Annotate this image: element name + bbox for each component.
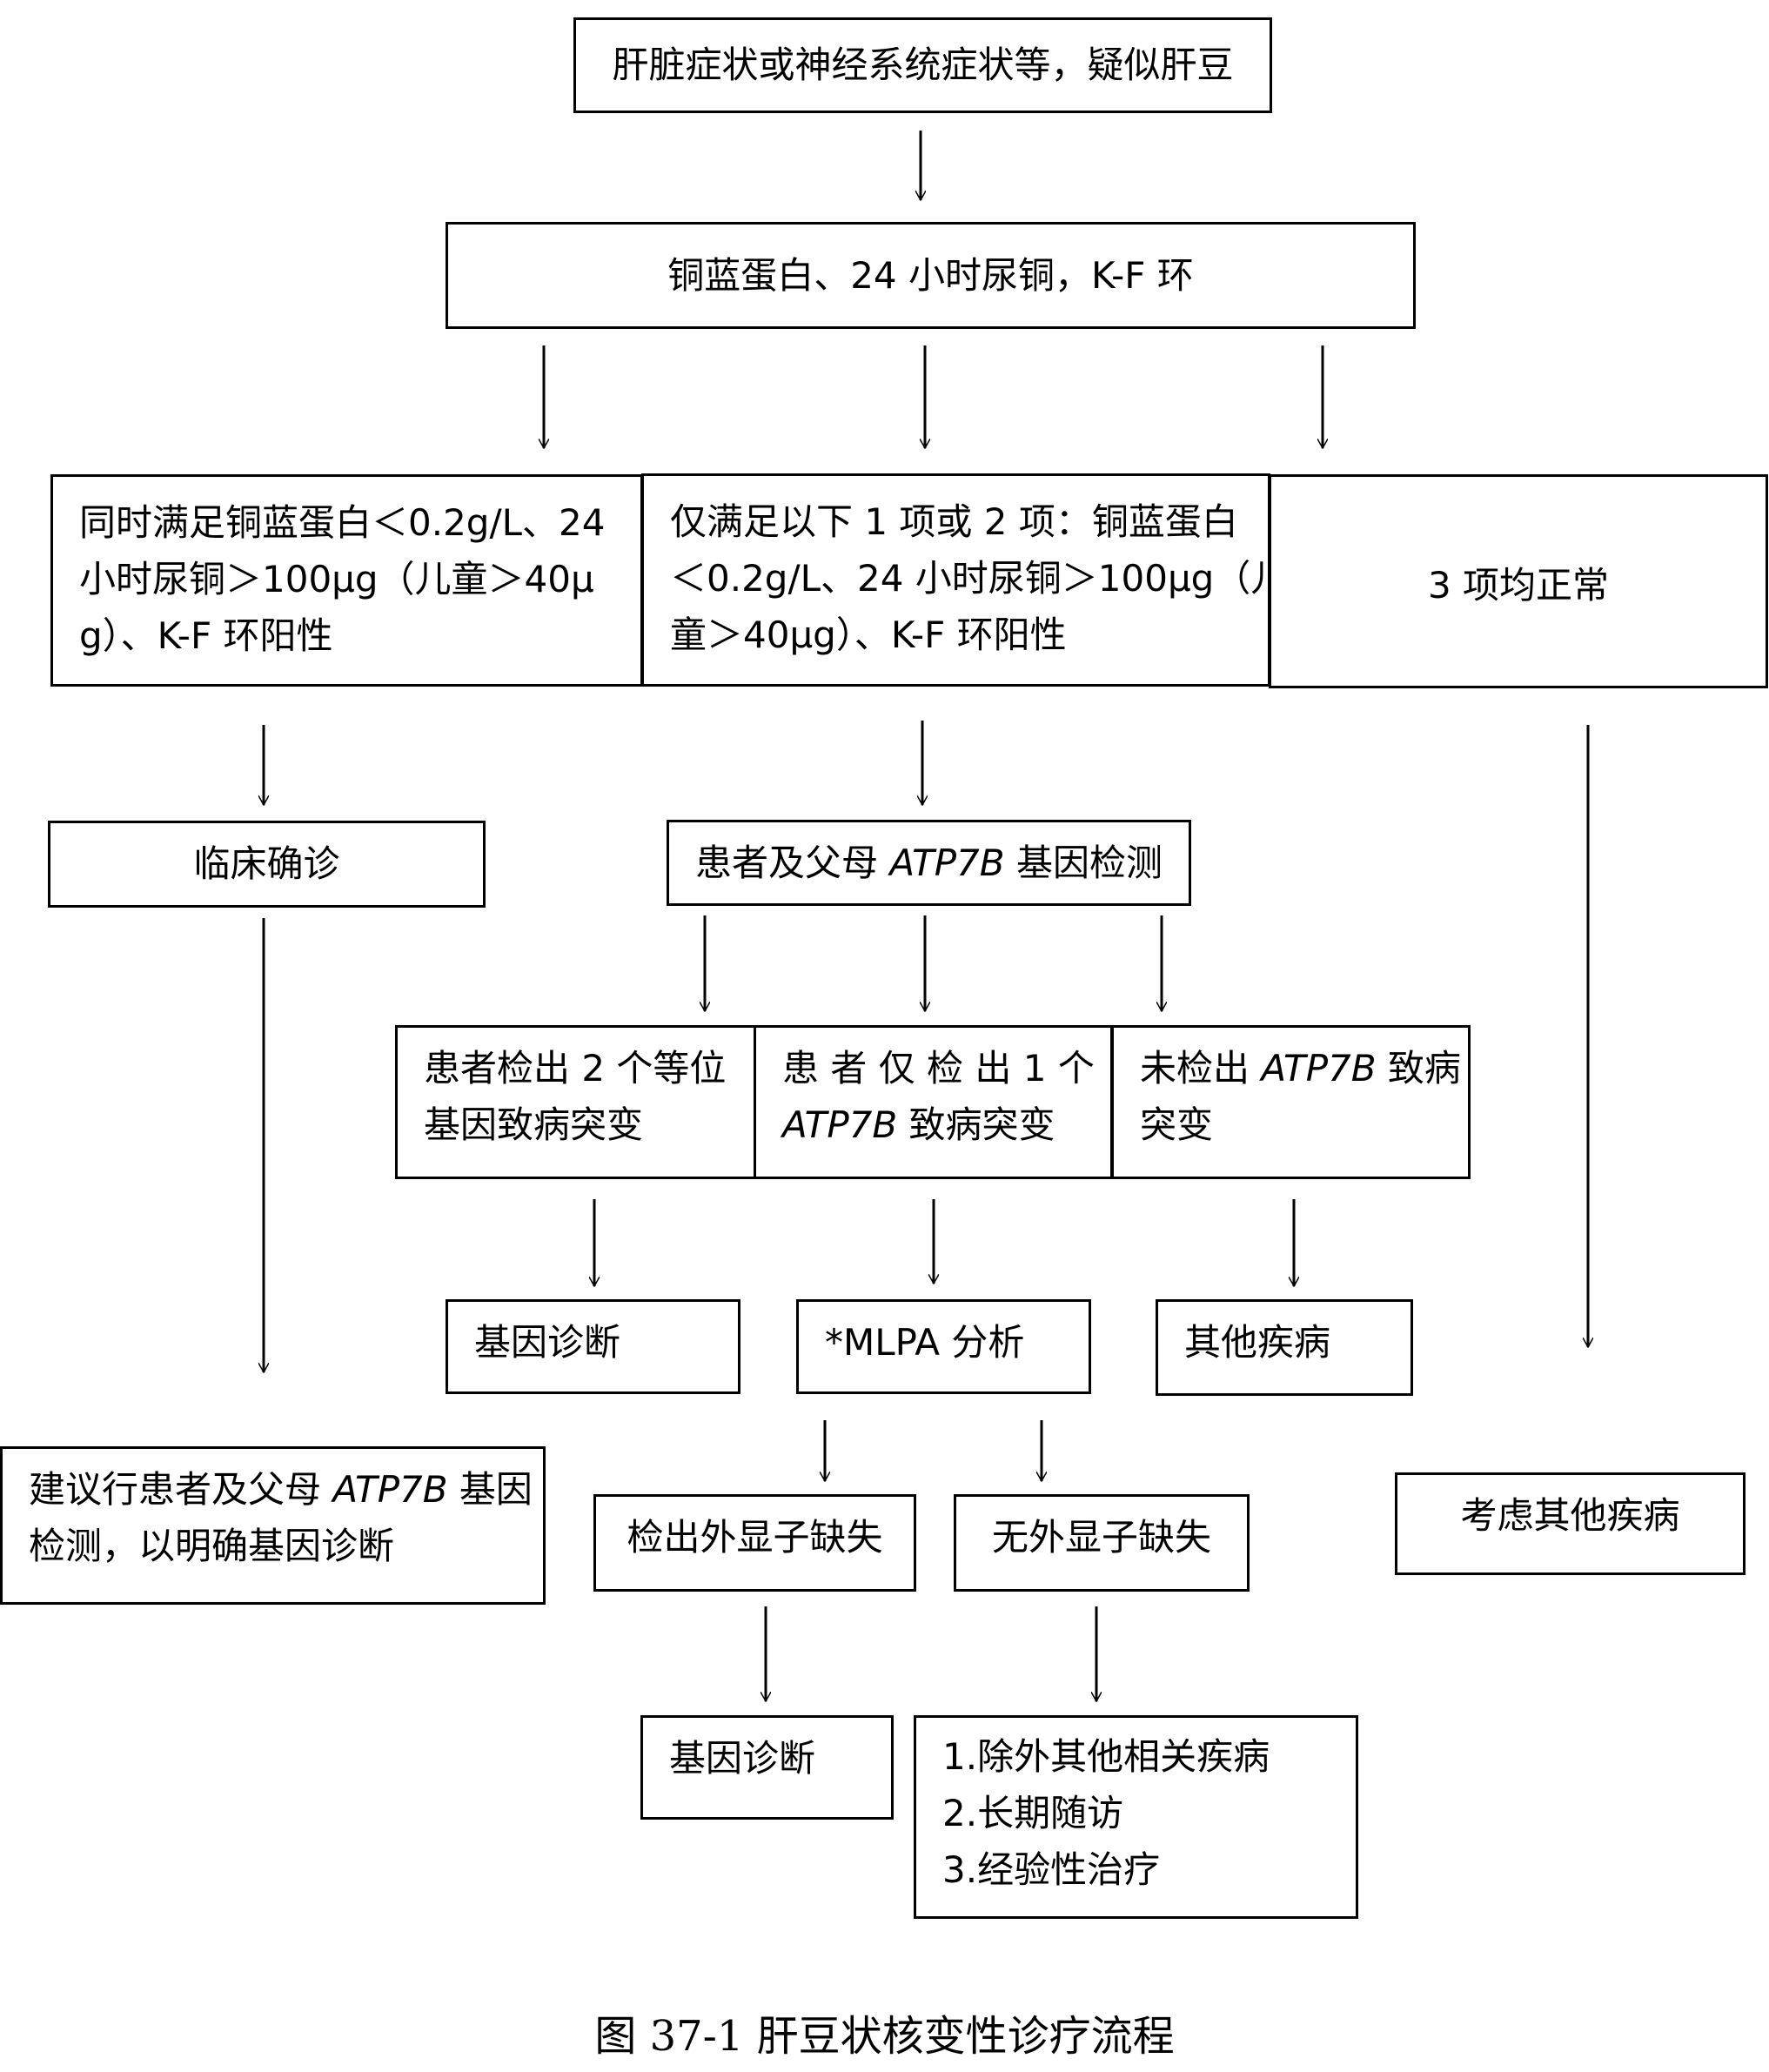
one-or-two-line-3: 童＞40μg）、K-F 环阳性	[670, 614, 1067, 657]
follow-up-steps-box: 1.除外其他相关疾病 2.长期随访 3.经验性治疗	[914, 1715, 1358, 1919]
exon-deletion-box: 检出外显子缺失	[593, 1494, 916, 1592]
recommend-line-1: 建议行患者及父母 ATP7B 基因	[29, 1461, 533, 1518]
none-detected-box: 未检出 ATP7B 致病 突变	[1111, 1025, 1471, 1179]
none-detected-suffix: 致病	[1376, 1047, 1461, 1090]
gene-diagnosis-text-2: 基因诊断	[669, 1737, 816, 1780]
all-three-line-2: 小时尿铜＞100μg（儿童＞40μ	[79, 558, 594, 601]
initial-tests-box: 铜蓝蛋白、24 小时尿铜，K-F 环	[446, 222, 1416, 329]
recommend-line-2: 检测，以明确基因诊断	[29, 1525, 395, 1568]
no-exon-deletion-box: 无外显子缺失	[954, 1494, 1250, 1592]
one-mutation-line-1: 患 者 仅 检 出 1 个	[782, 1047, 1095, 1090]
none-detected-prefix: 未检出	[1140, 1047, 1262, 1090]
two-alleles-line-1: 患者检出 2 个等位	[424, 1047, 727, 1090]
other-disease-box-1: 其他疾病	[1156, 1299, 1413, 1396]
one-mutation-suffix: 致病突变	[897, 1103, 1055, 1147]
gene-test-suffix: 基因检测	[1004, 841, 1163, 884]
recommend-prefix: 建议行患者及父母	[29, 1468, 333, 1511]
gene-test-box: 患者及父母 ATP7B 基因检测	[667, 820, 1191, 906]
start-symptoms-box: 肝脏症状或神经系统症状等，疑似肝豆	[573, 17, 1272, 113]
recommend-gene: ATP7B	[332, 1468, 448, 1511]
all-three-line-3: g）、K-F 环阳性	[79, 614, 333, 658]
all-three-line-1: 同时满足铜蓝蛋白＜0.2g/L、24	[79, 501, 606, 544]
one-or-two-line-1: 仅满足以下 1 项或 2 项：铜蓝蛋白	[670, 500, 1238, 543]
gene-test-text: 患者及父母 ATP7B 基因检测	[695, 835, 1163, 891]
consider-other-disease-text: 考虑其他疾病	[1460, 1494, 1680, 1537]
one-mutation-gene: ATP7B	[782, 1103, 898, 1147]
two-alleles-box: 患者检出 2 个等位 基因致病突变	[395, 1025, 756, 1179]
follow-step-1: 1.除外其他相关疾病	[942, 1735, 1270, 1778]
one-or-two-line-2: ＜0.2g/L、24 小时尿铜＞100μg（儿	[670, 557, 1288, 600]
gene-diagnosis-box-1: 基因诊断	[446, 1299, 740, 1394]
follow-step-3: 3.经验性治疗	[942, 1848, 1161, 1892]
figure-caption: 图 37-1 肝豆状核变性诊疗流程	[594, 2012, 1175, 2061]
one-or-two-criteria-box: 仅满足以下 1 项或 2 项：铜蓝蛋白 ＜0.2g/L、24 小时尿铜＞100μ…	[641, 473, 1288, 687]
all-normal-box: 3 项均正常	[1269, 474, 1768, 688]
follow-step-2: 2.长期随访	[942, 1792, 1124, 1835]
all-three-criteria-box: 同时满足铜蓝蛋白＜0.2g/L、24 小时尿铜＞100μg（儿童＞40μ g）、…	[50, 474, 643, 687]
gene-test-gene: ATP7B	[889, 841, 1005, 884]
all-normal-text: 3 项均正常	[1427, 564, 1610, 607]
recommend-suffix: 基因	[447, 1468, 533, 1511]
gene-diagnosis-box-2: 基因诊断	[640, 1715, 894, 1820]
none-detected-line-2: 突变	[1140, 1103, 1214, 1147]
mlpa-box: *MLPA 分析	[796, 1299, 1091, 1394]
other-disease-text-1: 其他疾病	[1184, 1321, 1331, 1364]
consider-other-disease-box: 考虑其他疾病	[1395, 1472, 1746, 1575]
no-exon-deletion-text: 无外显子缺失	[991, 1516, 1211, 1559]
gene-test-prefix: 患者及父母	[695, 841, 890, 884]
start-symptoms-text: 肝脏症状或神经系统症状等，疑似肝豆	[612, 44, 1234, 87]
none-detected-line-1: 未检出 ATP7B 致病	[1140, 1040, 1461, 1096]
exon-deletion-text: 检出外显子缺失	[627, 1516, 883, 1559]
one-mutation-box: 患 者 仅 检 出 1 个 ATP7B 致病突变	[754, 1025, 1113, 1179]
clinical-diagnosis-box: 临床确诊	[48, 821, 486, 908]
two-alleles-line-2: 基因致病突变	[424, 1103, 644, 1147]
clinical-diagnosis-text: 临床确诊	[193, 842, 340, 886]
gene-diagnosis-text-1: 基因诊断	[474, 1321, 621, 1364]
initial-tests-text: 铜蓝蛋白、24 小时尿铜，K-F 环	[667, 253, 1194, 297]
none-detected-gene: ATP7B	[1261, 1047, 1377, 1090]
recommend-gene-test-box: 建议行患者及父母 ATP7B 基因 检测，以明确基因诊断	[0, 1446, 546, 1605]
mlpa-text: *MLPA 分析	[825, 1321, 1025, 1364]
one-mutation-line-2: ATP7B 致病突变	[782, 1096, 1084, 1153]
